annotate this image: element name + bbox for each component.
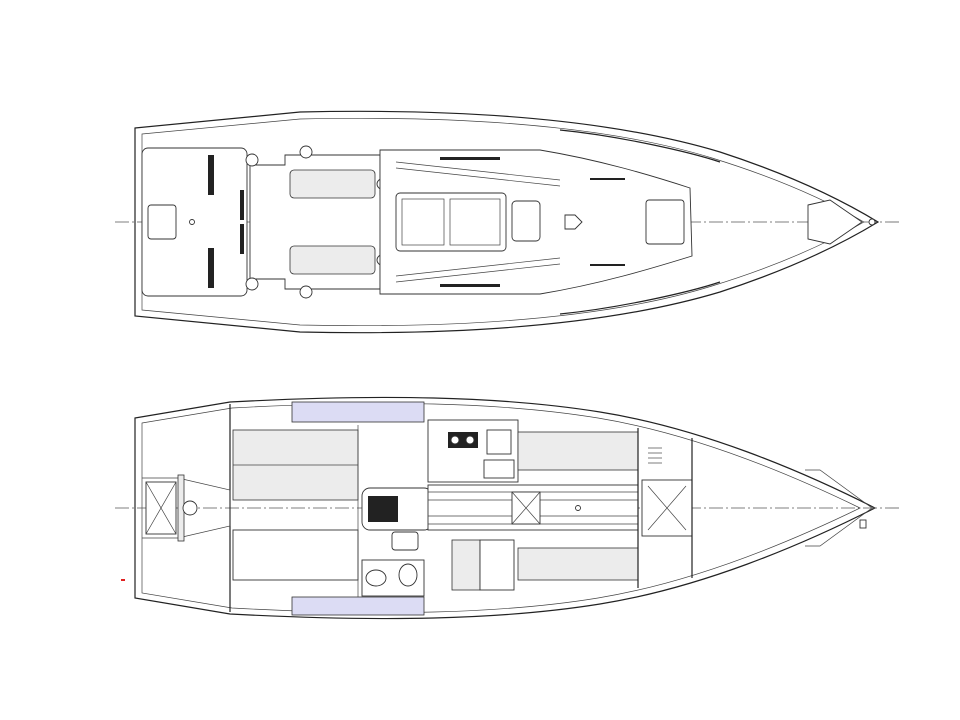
interior-layout-view <box>115 396 900 620</box>
bow-fitting <box>868 218 876 226</box>
cabinet <box>479 539 515 591</box>
red-marker <box>121 579 125 581</box>
galley-sink-icon <box>483 459 515 479</box>
cockpit-bench-port <box>289 169 376 199</box>
winch-icon <box>245 277 259 291</box>
companionway-slide <box>401 198 445 246</box>
companionway-hatch <box>395 192 507 252</box>
stern-hatch <box>147 204 177 240</box>
deck-hull-outline <box>134 110 880 334</box>
aft-berth-starboard <box>232 529 359 581</box>
aft-cushion-port <box>291 401 425 423</box>
sink-icon <box>365 569 387 587</box>
winch-icon <box>299 145 313 159</box>
forepeak <box>805 469 873 547</box>
settee-port <box>517 431 639 471</box>
chart-table <box>451 539 481 591</box>
settee-starboard <box>517 547 639 581</box>
genoa-track-port <box>559 129 721 163</box>
winch-icon <box>299 285 313 299</box>
toilet-icon <box>398 563 418 587</box>
companionway-slide <box>449 198 501 246</box>
forward-hatch <box>645 199 685 245</box>
steering-quadrant-icon <box>182 500 198 516</box>
bow-fitting <box>859 519 867 529</box>
anchor-locker <box>807 199 863 245</box>
nav-step <box>391 531 419 551</box>
mast-step <box>564 214 583 230</box>
winch-icon <box>245 153 259 167</box>
deck-plan-view <box>115 110 900 334</box>
forward-locker <box>648 447 662 464</box>
saloon-hatch <box>511 200 541 242</box>
steering-compartment <box>142 477 231 539</box>
engine-icon <box>368 496 398 522</box>
aft-cushion-starboard <box>291 596 425 616</box>
mainsheet-tracks <box>208 155 244 288</box>
genoa-track-starboard <box>559 281 721 315</box>
cockpit-bench-starboard <box>289 245 376 275</box>
stern-fitting <box>189 219 195 225</box>
saloon-sole <box>427 484 639 531</box>
halyard-lines <box>395 157 625 287</box>
fridge-icon <box>486 429 512 455</box>
